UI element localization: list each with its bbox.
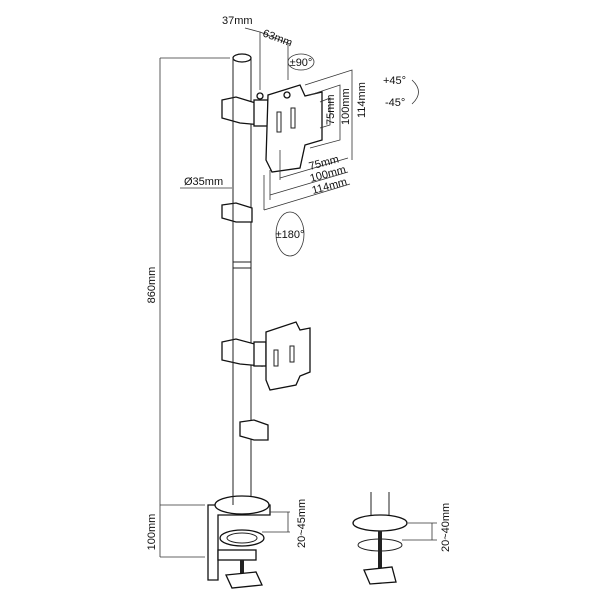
rotation-arrow-icon [275, 211, 305, 257]
vesa-v-75-label: 75mm [325, 94, 337, 125]
lower-monitor-bracket [221, 321, 311, 391]
arm-offset-37-label: 37mm [222, 15, 253, 27]
arm-offset-63-label: 63mm [261, 28, 294, 50]
clamp-height-label: 100mm [146, 514, 158, 551]
cable-clips [221, 202, 269, 441]
vesa-v-114-label: 114mm [356, 82, 368, 118]
grommet-mount [352, 492, 408, 585]
clamp-range-label: 20~45mm [296, 499, 308, 548]
total-height-label: 860mm [146, 267, 158, 304]
rotation-label: ±180° [276, 229, 305, 241]
vesa-dimensions [180, 27, 353, 211]
tilt-down-label: -45° [385, 97, 405, 109]
tilt-up-label: +45° [383, 75, 406, 87]
grommet-range-label: 20~40mm [440, 503, 452, 552]
height-dimension [159, 57, 230, 558]
tilt-arrow-icon [411, 79, 419, 105]
pole-diameter-label: Ø35mm [184, 176, 223, 188]
vesa-v-100-label: 100mm [340, 88, 352, 125]
swivel-arrow-icon [287, 53, 315, 71]
upper-monitor-bracket [221, 84, 323, 173]
desk-clamp [207, 58, 271, 589]
swivel-label: ±90° [290, 57, 313, 69]
